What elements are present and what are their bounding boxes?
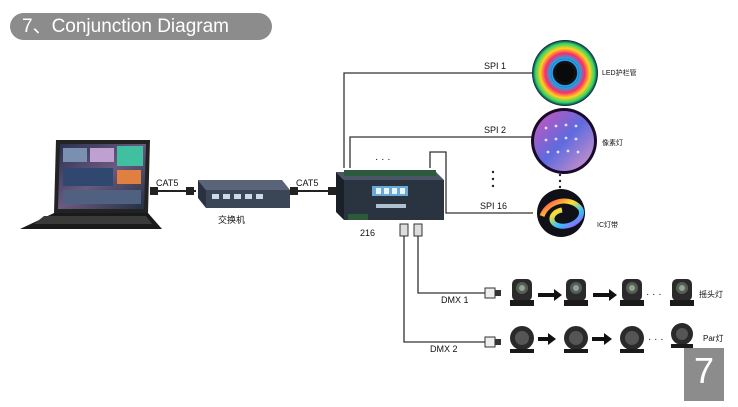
- dmx1-plug-icon: [484, 287, 501, 299]
- spi1-label: SPI 1: [484, 61, 506, 71]
- spi-wiring: [343, 72, 533, 214]
- section-title: 7、Conjunction Diagram: [10, 13, 272, 40]
- cat5-label-right: CAT5: [296, 178, 318, 188]
- spi16-label: SPI 16: [480, 201, 507, 211]
- arrow-icon: [593, 289, 617, 301]
- moving-head-light-2: [564, 279, 588, 306]
- dmx1-label: DMX 1: [441, 295, 469, 305]
- ic-strip-label: IC灯带: [597, 220, 618, 229]
- par-light-1: [510, 326, 534, 353]
- moving-head-ellipsis: · · ·: [646, 289, 662, 300]
- par-light-ellipsis: · · ·: [648, 334, 664, 345]
- par-light-4: [671, 323, 693, 348]
- par-light-3: [620, 326, 644, 353]
- led-tube-ring-icon: [532, 40, 598, 106]
- moving-head-light-4: [670, 279, 694, 306]
- par-light-2: [564, 326, 588, 353]
- spi2-label: SPI 2: [484, 125, 506, 135]
- cat5-cable-right: [290, 187, 336, 195]
- cat5-label-left: CAT5: [156, 178, 178, 188]
- controller-icon: [336, 170, 444, 220]
- laptop-icon: [20, 140, 162, 229]
- led-tube-label: LED护栏管: [602, 68, 637, 77]
- arrow-icon: [538, 333, 556, 345]
- switch-label: 交换机: [218, 214, 245, 225]
- arrow-icon: [538, 289, 562, 301]
- cat5-cable-left: [150, 187, 196, 195]
- arrow-icon: [592, 333, 612, 345]
- dmx2-label: DMX 2: [430, 344, 458, 354]
- dmx-wiring: [403, 236, 485, 343]
- pixel-light-icon: [531, 108, 597, 174]
- par-light-label: Par灯: [703, 333, 723, 343]
- vertical-ellipsis: [491, 170, 562, 189]
- ic-strip-icon: [537, 189, 585, 237]
- controller-label: 216: [360, 228, 375, 238]
- page-number-badge: 7: [684, 348, 724, 398]
- dmx-connectors: [399, 223, 423, 237]
- dmx2-plug-icon: [484, 336, 501, 348]
- controller-ports-ellipsis: · · ·: [375, 154, 391, 165]
- network-switch-icon: [198, 180, 290, 208]
- moving-head-label: 摇头灯: [699, 289, 723, 299]
- pixel-light-label: 像素灯: [602, 138, 623, 147]
- page-number-underline: [684, 398, 724, 401]
- moving-head-light-3: [620, 279, 644, 306]
- moving-head-light-1: [510, 279, 534, 306]
